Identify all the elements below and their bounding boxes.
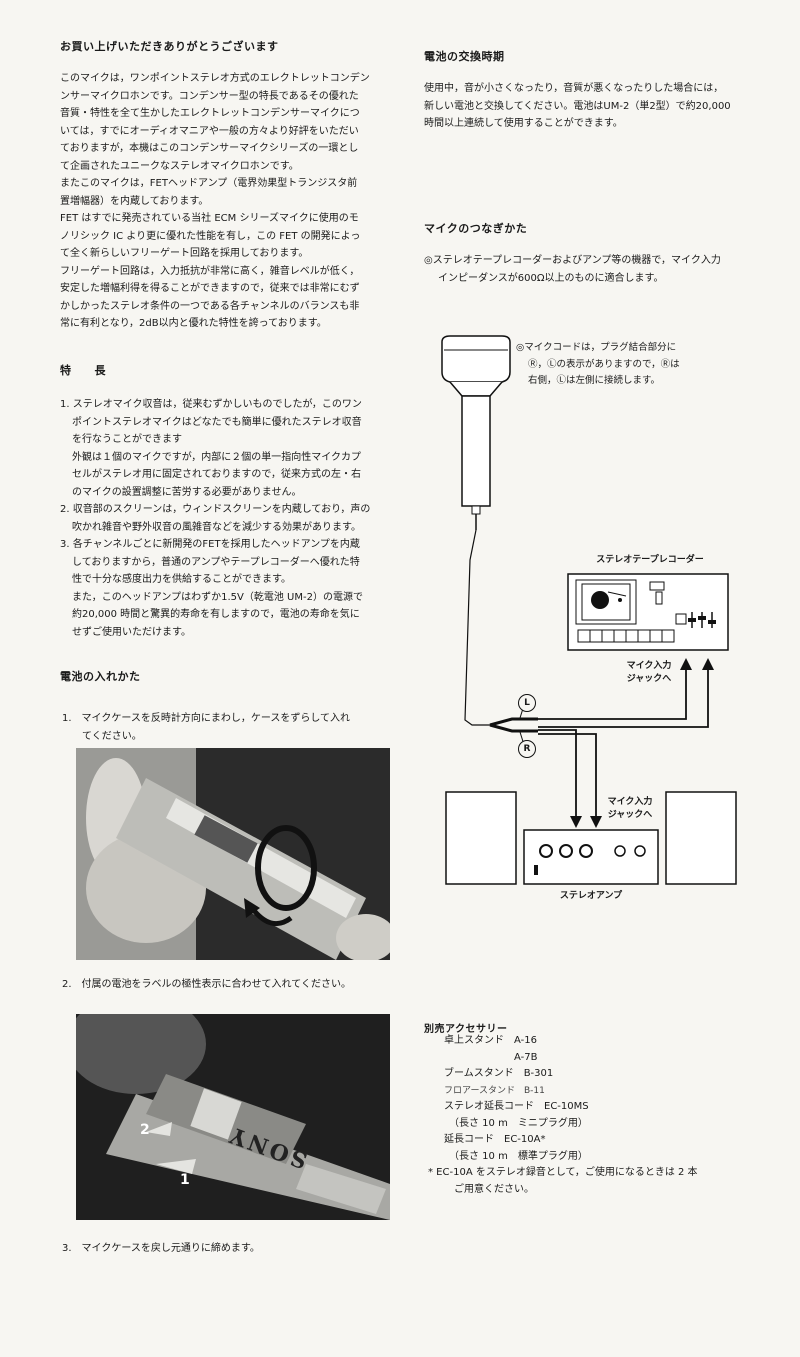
greeting-title: お買い上げいただきありがとうございます <box>60 40 279 53</box>
amp-label: ステレオアンプ <box>559 891 623 901</box>
features-line: セルがステレオ用に固定されておりますので，従来方式の左・右 <box>72 469 361 480</box>
greeting-line: 置増幅器）を内蔵しております。 <box>60 195 209 207</box>
accessory-line: （長さ 10 m ミニプラグ用） <box>444 1117 588 1129</box>
features-line: 約20,000 時間と驚異的寿命を有しますので，電池の寿命を気に <box>72 609 360 620</box>
plug-marker-r: R <box>518 740 536 758</box>
connection-body: ◎ステレオテープレコーダーおよびアンプ等の機器で，マイク入力 インピーダンスが6… <box>424 252 769 287</box>
greeting-line: 音質・特性を全て生かしたエレクトレットコンデンサーマイクにつ <box>60 108 360 119</box>
features-title: 特 長 <box>60 364 106 377</box>
battery-replace-title: 電池の交換時期 <box>424 50 505 63</box>
features-line: 外観は１個のマイクですが，内部に２個の単一指向性マイクカプ <box>72 451 361 463</box>
stereo-amp-illustration <box>523 829 659 885</box>
tape-recorder-illustration <box>567 573 729 651</box>
greeting-line: FET はすでに発売されている当社 ECM シリーズマイクに使用のモ <box>60 213 359 224</box>
connection-line: ◎ステレオテープレコーダーおよびアンプ等の機器で，マイク入力 <box>424 255 721 266</box>
features-line: 2. 収音部のスクリーンは，ウィンドスクリーンを内蔵しており，声の <box>60 504 371 515</box>
features-line: を行なうことができます <box>72 434 182 445</box>
battery-step-3: 3. マイクケースを戻し元通りに締めます。 <box>62 1243 260 1254</box>
plug-marker-l: L <box>518 694 536 712</box>
greeting-line: いては，すでにオーディオマニアや一般の方々より好評をいただい <box>60 125 359 137</box>
left-speaker <box>445 791 517 885</box>
features-line: しておりますから，普通のアンプやテープレコーダーへ優れた特 <box>72 556 360 568</box>
cord-note: ◎マイクコードは，プラグ結合部分に Ⓡ，Ⓛの表示がありますので，Ⓡは 右側，Ⓛは… <box>516 340 680 390</box>
greeting-line: ノリシック IC より更に優れた性能を有し，この FET の開発によっ <box>60 230 361 242</box>
cord-note-line: ◎マイクコードは，プラグ結合部分に <box>516 342 677 353</box>
greeting-line: 安定した増幅利得を得ることができますので，従来では非常にむず <box>60 283 360 294</box>
step-1-line: てください。 <box>82 730 142 742</box>
connection-title: マイクのつなぎかた <box>424 222 528 235</box>
features-line: また，このヘッドアンプはわずか1.5V（乾電池 UM-2）の電源で <box>72 591 363 603</box>
arrow-number-1: 1 <box>180 1172 190 1188</box>
greeting-line: フリーゲート回路は，入力抵抗が非常に高く，雑音レベルが低く， <box>60 265 360 277</box>
accessory-line: 延長コード EC-10A* <box>444 1134 546 1145</box>
connection-line: インピーダンスが600Ω以上のものに適合します。 <box>438 272 664 284</box>
battery-insert-title: 電池の入れかた <box>60 670 141 683</box>
accessories-title: 別売アクセサリー <box>424 1024 508 1035</box>
accessory-line: A-7B <box>444 1051 538 1063</box>
step-1-line: 1. マイクケースを反時計方向にまわし，ケースをずらして入れ <box>62 713 351 724</box>
greeting-body: このマイクは，ワンポイントステレオ方式のエレクトレットコンデン ンサーマイクロホ… <box>60 70 400 333</box>
accessories-list: 卓上スタンド A-16 A-7B ブームスタンド B-301 フロアースタンド … <box>428 1033 774 1198</box>
amp-jack-line: ジャックへ <box>607 810 653 820</box>
greeting-line: ンサーマイクロホンです。コンデンサー型の特長であるその優れた <box>60 90 359 102</box>
features-body: 1. ステレオマイク収音は，従来むずかしいものでしたが，このワン ポイントステレ… <box>60 396 400 641</box>
features-line: 性で十分な感度出力を供給することができます。 <box>72 574 291 585</box>
amp-jack-label: マイク入力 ジャックへ <box>598 796 662 822</box>
features-line: 3. 各チャンネルごとに新開発のFETを採用したヘッドアンプを内蔵 <box>60 539 360 550</box>
greeting-line: て全く新らしいフリーゲート回路を採用しております。 <box>60 248 309 259</box>
greeting-line: て企画されたユニークなステレオマイクロホンです。 <box>60 160 299 172</box>
accessory-line: 卓上スタンド A-16 <box>444 1035 537 1046</box>
accessory-line: * EC-10A をステレオ録音として，ご使用になるときは 2 本 <box>428 1167 698 1178</box>
greeting-line: 常に有利となり，2dB以内と優れた特性を誇っております。 <box>60 318 327 329</box>
features-line: せずご使用いただけます。 <box>72 626 191 638</box>
accessory-line: ブームスタンド B-301 <box>444 1068 554 1079</box>
greeting-line: ておりますが，本機はこのコンデンサーマイクシリーズの一環とし <box>60 143 359 154</box>
amp-jack-line: マイク入力 <box>607 797 653 807</box>
recorder-jack-line: ジャックへ <box>626 674 672 684</box>
cord-note-line: Ⓡ，Ⓛの表示がありますので，Ⓡは <box>528 358 680 370</box>
battery-replace-body: 使用中，音が小さくなったり，音質が悪くなったりした場合には， 新しい電池と交換し… <box>424 80 764 133</box>
replace-line: 新しい電池と交換してください。電池はUM-2（単2型）で約20,000 <box>424 100 731 112</box>
right-speaker <box>665 791 737 885</box>
accessory-line: ご用意ください。 <box>444 1183 534 1195</box>
connection-diagram <box>441 335 737 885</box>
accessory-line: ステレオ延長コード EC-10MS <box>444 1101 589 1112</box>
battery-step-2: 2. 付属の電池をラベルの極性表示に合わせて入れてください。 <box>62 979 351 990</box>
features-line: ポイントステレオマイクはどなたでも簡単に優れたステレオ収音 <box>72 416 362 428</box>
accessory-line: （長さ 10 m 標準プラグ用） <box>444 1150 588 1162</box>
greeting-line: このマイクは，ワンポイントステレオ方式のエレクトレットコンデン <box>60 73 370 84</box>
replace-line: 時間以上連続して使用することができます。 <box>424 118 623 129</box>
recorder-jack-label: マイク入力 ジャックへ <box>604 660 694 686</box>
photo-insert-battery: 2 1 SONY <box>76 1014 390 1220</box>
photo-open-case <box>76 748 390 960</box>
recorder-label: ステレオテープレコーダー <box>596 555 704 565</box>
features-line: 吹かれ雑音や野外収音の風雑音などを減少する効果があります。 <box>72 521 361 533</box>
battery-step-1: 1. マイクケースを反時計方向にまわし，ケースをずらして入れ てください。 <box>62 710 402 745</box>
greeting-line: かしかったステレオ条件の一つである各チャンネルのバランスも非 <box>60 300 360 312</box>
recorder-jack-line: マイク入力 <box>626 661 672 671</box>
accessory-line: フロアースタンド B-11 <box>444 1085 545 1096</box>
features-line: 1. ステレオマイク収音は，従来むずかしいものでしたが，このワン <box>60 399 362 410</box>
cord-note-line: 右側，Ⓛは左側に接続します。 <box>528 375 661 386</box>
greeting-line: またこのマイクは，FETヘッドアンプ（電界効果型トランジスタ前 <box>60 178 358 189</box>
features-line: のマイクの設置調整に苦労する必要がありません。 <box>72 486 302 498</box>
microphone-illustration <box>441 335 511 530</box>
arrow-number-2: 2 <box>140 1122 150 1138</box>
replace-line: 使用中，音が小さくなったり，音質が悪くなったりした場合には， <box>424 83 724 94</box>
